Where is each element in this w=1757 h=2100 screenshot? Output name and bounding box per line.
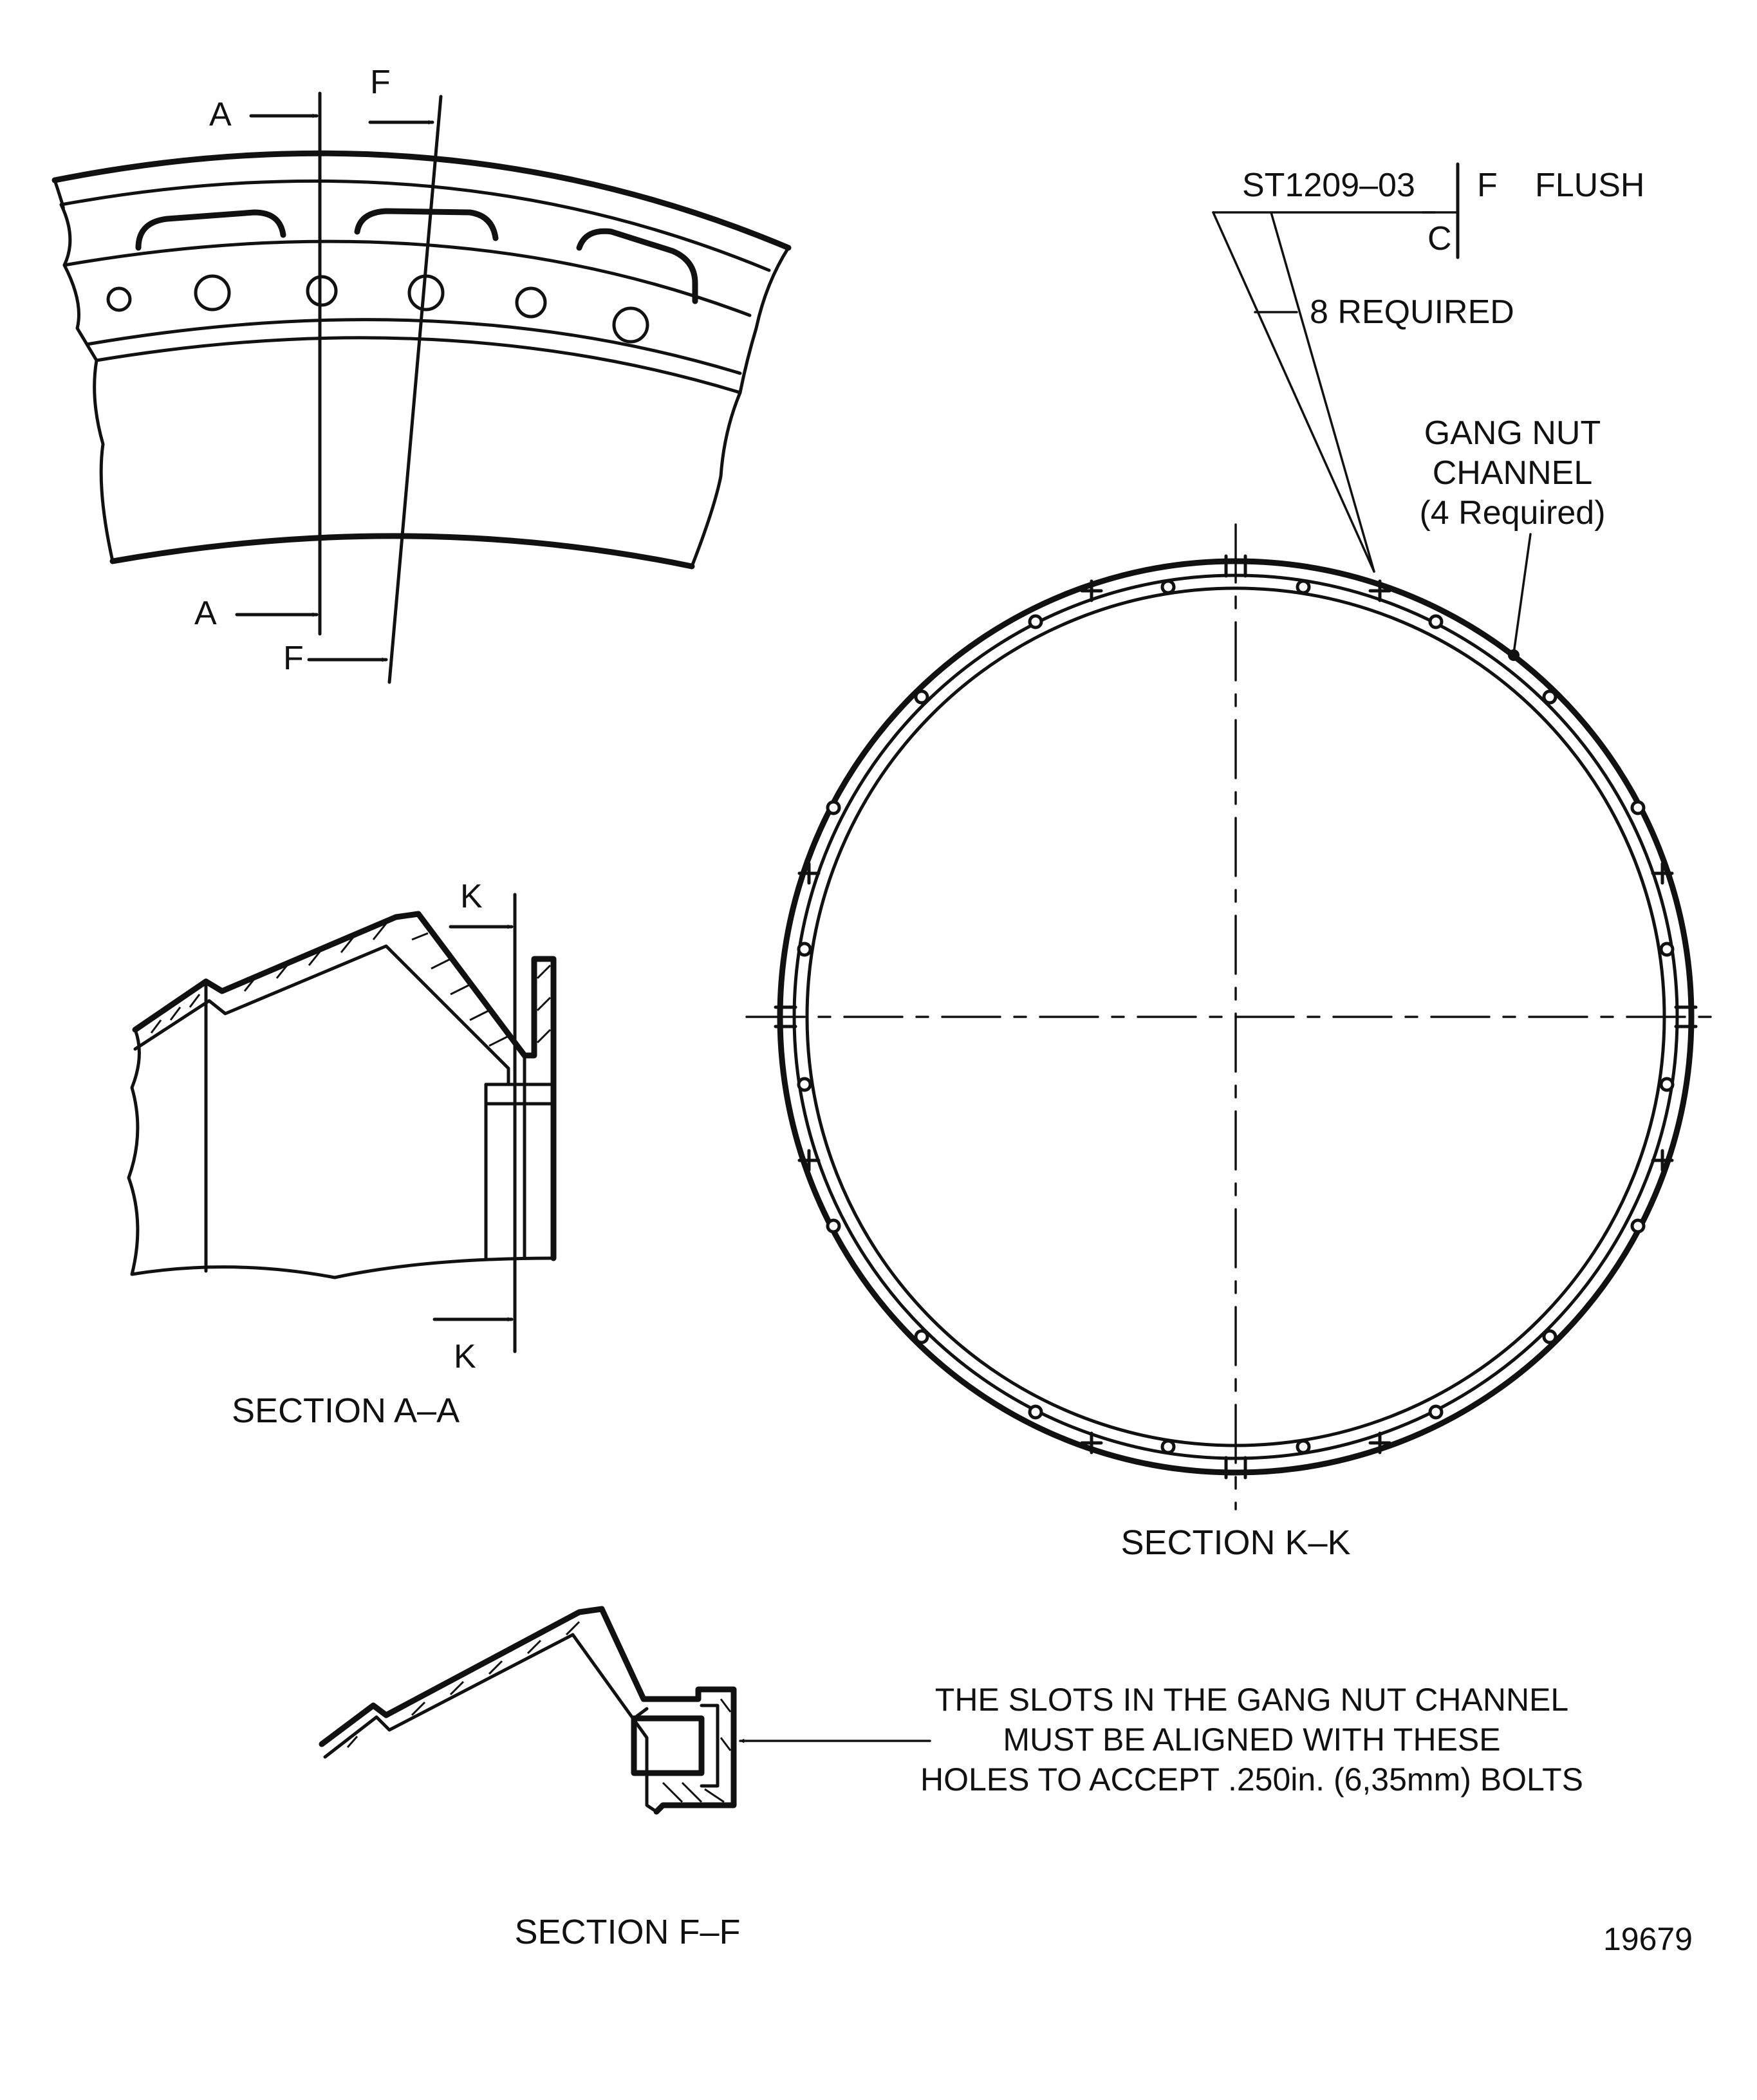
label-a-top: A (209, 96, 232, 133)
gang-nut-channel-marker (1224, 554, 1247, 578)
flush-rivet (797, 1149, 821, 1172)
ring-holes (797, 579, 1675, 1454)
callout-symbol-f: F (1477, 167, 1498, 204)
flush-rivet (1368, 1431, 1391, 1454)
section-f-f-title: SECTION F–F (514, 1913, 740, 1951)
gang-nut-channel-marker (774, 1005, 797, 1028)
callout-flush: FLUSH (1535, 167, 1644, 204)
note-line1: THE SLOTS IN THE GANG NUT CHANNEL (935, 1682, 1568, 1718)
flush-rivet (1368, 579, 1391, 602)
section-f-f-profile (319, 1606, 931, 1815)
label-f-top: F (370, 64, 391, 101)
note-line2: MUST BE ALIGNED WITH THESE (1003, 1722, 1500, 1758)
bolt-hole (194, 274, 231, 311)
flush-rivet (1651, 1149, 1674, 1172)
top-view-ring-segment (51, 91, 792, 684)
bolt-hole (515, 286, 547, 319)
label-k-bottom: K (454, 1338, 476, 1375)
section-line-f (387, 95, 443, 684)
label-a-bottom: A (194, 595, 217, 632)
flush-rivet (797, 862, 821, 885)
gang-nut-label-line3: (4 Required) (1419, 494, 1605, 532)
callout-quantity: 8 REQUIRED (1310, 293, 1514, 331)
label-f-bottom: F (283, 640, 304, 677)
note-line3: HOLES TO ACCEPT .250in. (6,35mm) BOLTS (920, 1761, 1583, 1798)
gang-nut-label-line1: GANG NUT (1424, 414, 1601, 452)
section-a-a-profile (127, 893, 557, 1353)
section-k-k-ring (745, 162, 1726, 1510)
gang-nut-channel-marker (1224, 1456, 1247, 1480)
label-k-top: K (460, 878, 483, 915)
gang-nut-label-line2: CHANNEL (1433, 454, 1593, 492)
flush-rivet (1080, 1431, 1103, 1454)
callout-symbol-c: C (1427, 220, 1452, 257)
figure-number: 19679 (1603, 1921, 1693, 1957)
gang-nut-channel-marker (1674, 1005, 1698, 1028)
flush-rivet (1080, 579, 1103, 602)
callout-part-number: ST1209–03 (1242, 167, 1415, 204)
bolt-hole (612, 306, 649, 344)
bolt-hole (106, 286, 132, 312)
section-a-a-title: SECTION A–A (232, 1391, 460, 1430)
bolt-hole (306, 275, 338, 307)
flush-rivet (1651, 862, 1674, 885)
section-k-k-title: SECTION K–K (1120, 1523, 1350, 1562)
